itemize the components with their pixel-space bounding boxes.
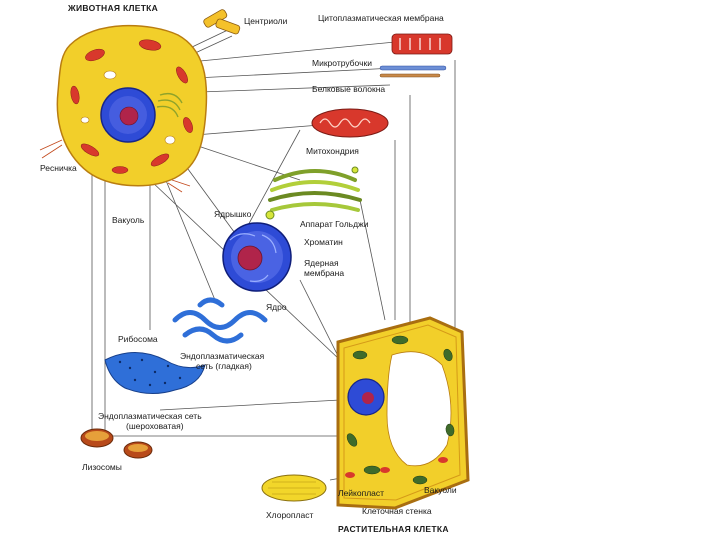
smooth-er-drawing [175, 300, 265, 341]
connector-line [190, 28, 232, 48]
label-smooth-er-2: сеть (гладкая) [196, 361, 252, 371]
label-nuclear-membrane-1: Ядерная [304, 258, 339, 268]
connector-line [195, 68, 395, 78]
lysosome-drawing [81, 429, 152, 458]
label-mitochondria: Митохондрия [306, 146, 359, 156]
animal-cell-nucleolus [120, 107, 138, 125]
label-centrioles: Центриоли [244, 16, 287, 26]
label-vacuole: Вакуоль [112, 215, 144, 225]
connector-line [195, 125, 320, 135]
label-protein-fibers: Белковые волокна [312, 84, 385, 94]
label-cilium: Ресничка [40, 163, 77, 173]
label-nucleolus: Ядрышко [214, 209, 251, 219]
plant-cell-title: РАСТИТЕЛЬНАЯ КЛЕТКА [338, 524, 449, 534]
label-smooth-er-1: Эндоплазматическая [180, 351, 264, 361]
microtubules-drawing [380, 66, 446, 77]
connector-line [185, 165, 240, 240]
label-rough-er-1: Эндоплазматическая сеть [98, 411, 202, 421]
label-golgi: Аппарат Гольджи [300, 219, 368, 229]
label-microtubules: Микротрубочки [312, 58, 372, 68]
label-nuclear-membrane-2: мембрана [304, 268, 344, 278]
label-leucoplast: Лейкопласт [338, 488, 384, 498]
chloroplast-drawing [262, 475, 326, 501]
connector-line [360, 200, 385, 320]
nucleus-drawing [223, 223, 291, 291]
label-chromatin: Хроматин [304, 237, 343, 247]
connector-line [160, 400, 340, 410]
animal-cell-title: ЖИВОТНАЯ КЛЕТКА [68, 3, 158, 13]
label-nucleus: Ядро [266, 302, 287, 312]
label-rough-er-2: (шероховатая) [126, 421, 184, 431]
label-ribosome: Рибосома [118, 334, 158, 344]
label-chloroplast: Хлоропласт [266, 510, 313, 520]
plant-cell-vacuole [387, 352, 451, 466]
plant-cell [338, 318, 468, 508]
label-lysosomes: Лизосомы [82, 462, 122, 472]
label-membrane: Цитоплазматическая мембрана [318, 13, 444, 23]
label-vacuoles: Вакуоли [424, 485, 457, 495]
golgi-drawing [266, 167, 360, 219]
label-cell-wall: Клеточная стенка [362, 506, 432, 516]
membrane-drawing [392, 34, 452, 54]
centrioles-drawing [203, 9, 241, 35]
mitochondrion-drawing [312, 109, 388, 137]
